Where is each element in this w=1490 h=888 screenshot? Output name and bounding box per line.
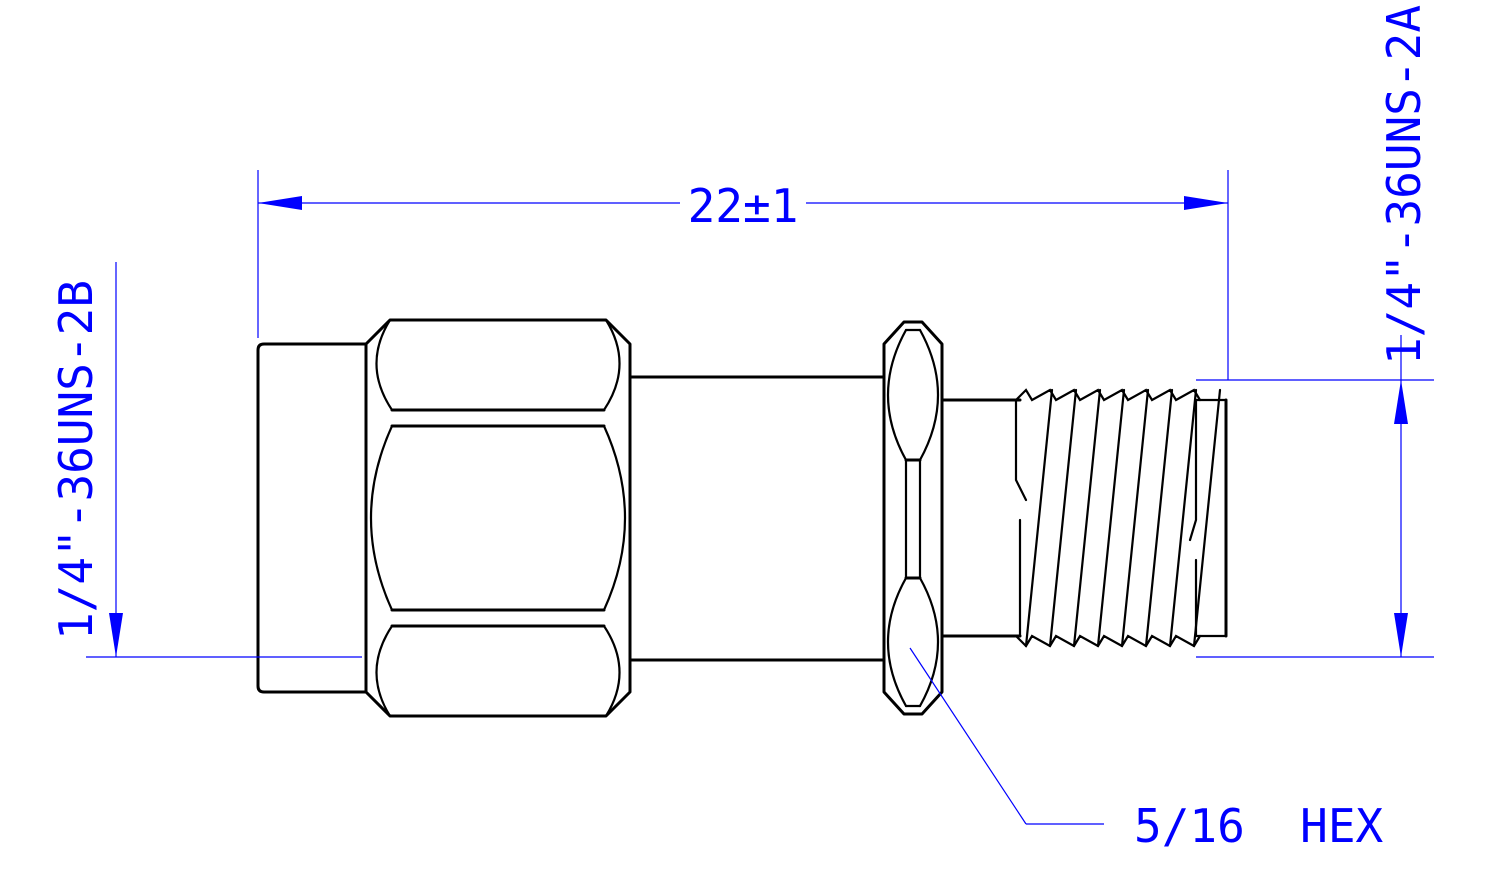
thread-line (1120, 388, 1150, 648)
thread-line (1096, 388, 1126, 648)
hex-label: 5/16 HEX (1134, 799, 1384, 853)
dimension-right-thread: 1/4"-36UNS-2A (1196, 5, 1434, 658)
coupling-hex-nut (364, 318, 632, 718)
thread-line (1072, 388, 1102, 648)
small-hex (882, 320, 944, 716)
overall-length-label: 22±1 (688, 179, 799, 233)
thread-line (1048, 388, 1078, 648)
thread-start-mark (1014, 398, 1028, 502)
hex-leader: 5/16 HEX (909, 647, 1384, 853)
thread-crest-bottom (1014, 634, 1202, 648)
thread-line (1168, 388, 1198, 648)
thread-line (1144, 388, 1174, 648)
right-thread-label: 1/4"-36UNS-2A (1377, 5, 1431, 365)
left-cap (256, 342, 368, 694)
thread-end-mark (1188, 398, 1198, 542)
left-thread-label: 1/4"-36UNS-2B (49, 280, 103, 640)
dimension-overall-length: 22±1 (257, 170, 1229, 380)
thread-neck (940, 398, 1022, 638)
adapter-body (256, 318, 1228, 718)
thread-line (1024, 388, 1054, 648)
dimension-left-thread: 1/4"-36UNS-2B (49, 262, 362, 658)
middle-body (628, 375, 886, 662)
thread-line (1192, 388, 1222, 648)
male-thread (1014, 388, 1228, 648)
